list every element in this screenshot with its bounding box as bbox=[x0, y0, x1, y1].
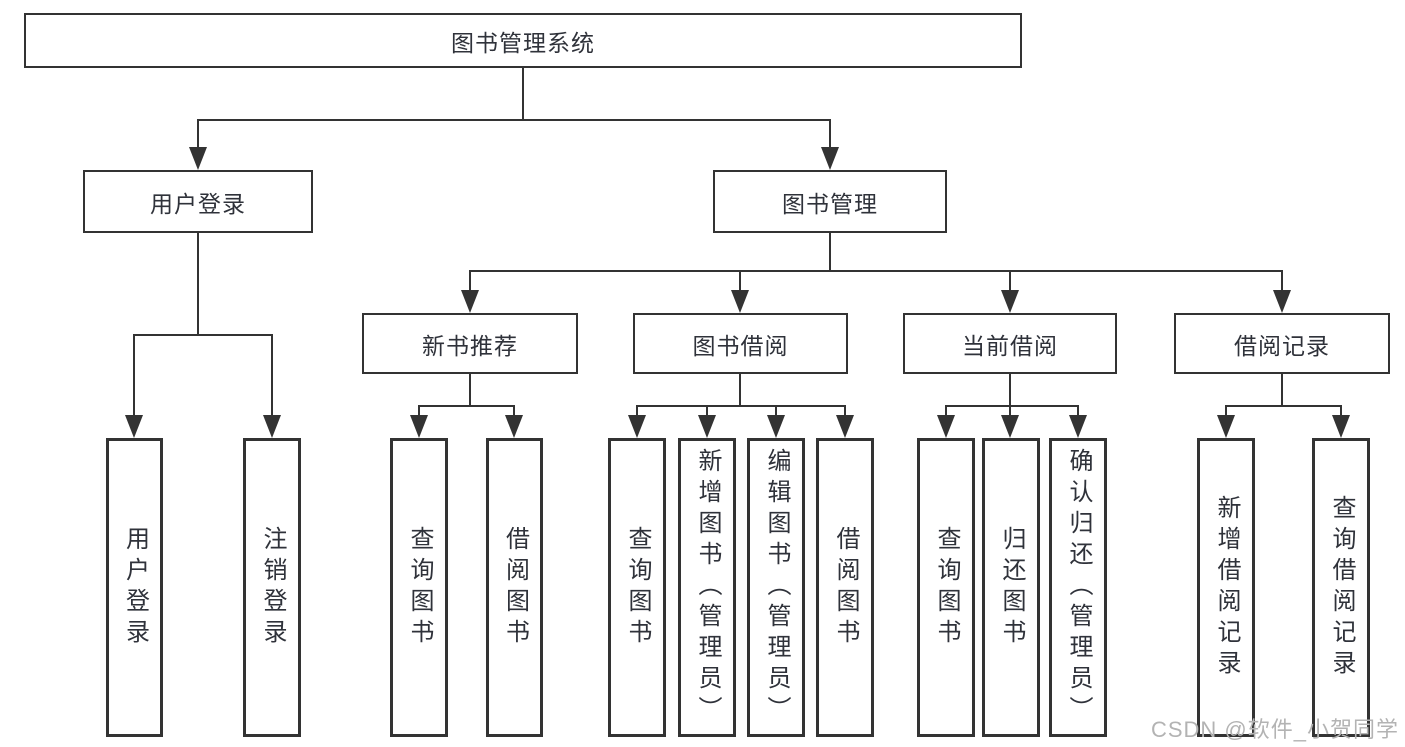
node-label: 用户登录 bbox=[150, 190, 246, 217]
node-current-borrow: 当前借阅 bbox=[903, 313, 1117, 374]
leaf-query-books-borrow: 查询图书 bbox=[608, 438, 666, 737]
node-book-borrow: 图书借阅 bbox=[633, 313, 848, 374]
node-label: 新增图书（管理员） bbox=[694, 448, 721, 727]
node-label: 编辑图书（管理员） bbox=[763, 448, 790, 727]
node-label: 用户登录 bbox=[121, 525, 149, 650]
node-user-login: 用户登录 bbox=[83, 170, 313, 233]
node-library-system: 图书管理系统 bbox=[24, 13, 1022, 68]
node-label: 查询借阅记录 bbox=[1328, 494, 1355, 681]
node-book-management: 图书管理 bbox=[713, 170, 947, 233]
node-label: 图书管理系统 bbox=[451, 29, 595, 56]
node-label: 当前借阅 bbox=[962, 332, 1058, 359]
node-label: 确认归还（管理员） bbox=[1065, 448, 1092, 727]
node-label: 注销登录 bbox=[259, 525, 286, 650]
leaf-query-books-recommend: 查询图书 bbox=[390, 438, 448, 737]
node-label: 查询图书 bbox=[406, 525, 433, 650]
leaf-query-books-current: 查询图书 bbox=[917, 438, 975, 737]
node-label: 查询图书 bbox=[624, 525, 651, 650]
arrowhead-icons bbox=[125, 147, 1350, 438]
leaf-borrow-books: 借阅图书 bbox=[816, 438, 874, 737]
leaf-user-login: 用户登录 bbox=[106, 438, 163, 737]
node-label: 查询图书 bbox=[933, 525, 960, 650]
node-new-book-recommend: 新书推荐 bbox=[362, 313, 578, 374]
node-label: 归还图书 bbox=[998, 525, 1025, 650]
csdn-watermark: CSDN @软件_小贺同学 bbox=[1150, 717, 1399, 742]
node-borrow-records: 借阅记录 bbox=[1174, 313, 1390, 374]
leaf-logout: 注销登录 bbox=[243, 438, 301, 737]
leaf-query-borrow-record: 查询借阅记录 bbox=[1312, 438, 1370, 737]
leaf-return-book: 归还图书 bbox=[982, 438, 1040, 737]
leaf-borrow-books-recommend: 借阅图书 bbox=[486, 438, 543, 737]
node-label: 新增借阅记录 bbox=[1213, 494, 1240, 681]
node-label: 借阅图书 bbox=[832, 525, 859, 650]
leaf-add-book-admin: 新增图书（管理员） bbox=[678, 438, 736, 737]
leaf-edit-book-admin: 编辑图书（管理员） bbox=[747, 438, 805, 737]
node-label: 图书管理 bbox=[782, 190, 878, 217]
node-label: 借阅图书 bbox=[501, 525, 529, 650]
node-label: 借阅记录 bbox=[1234, 332, 1330, 359]
leaf-add-borrow-record: 新增借阅记录 bbox=[1197, 438, 1255, 737]
node-label: 图书借阅 bbox=[692, 332, 789, 359]
node-label: 新书推荐 bbox=[422, 332, 518, 359]
leaf-confirm-return-admin: 确认归还（管理员） bbox=[1049, 438, 1107, 737]
